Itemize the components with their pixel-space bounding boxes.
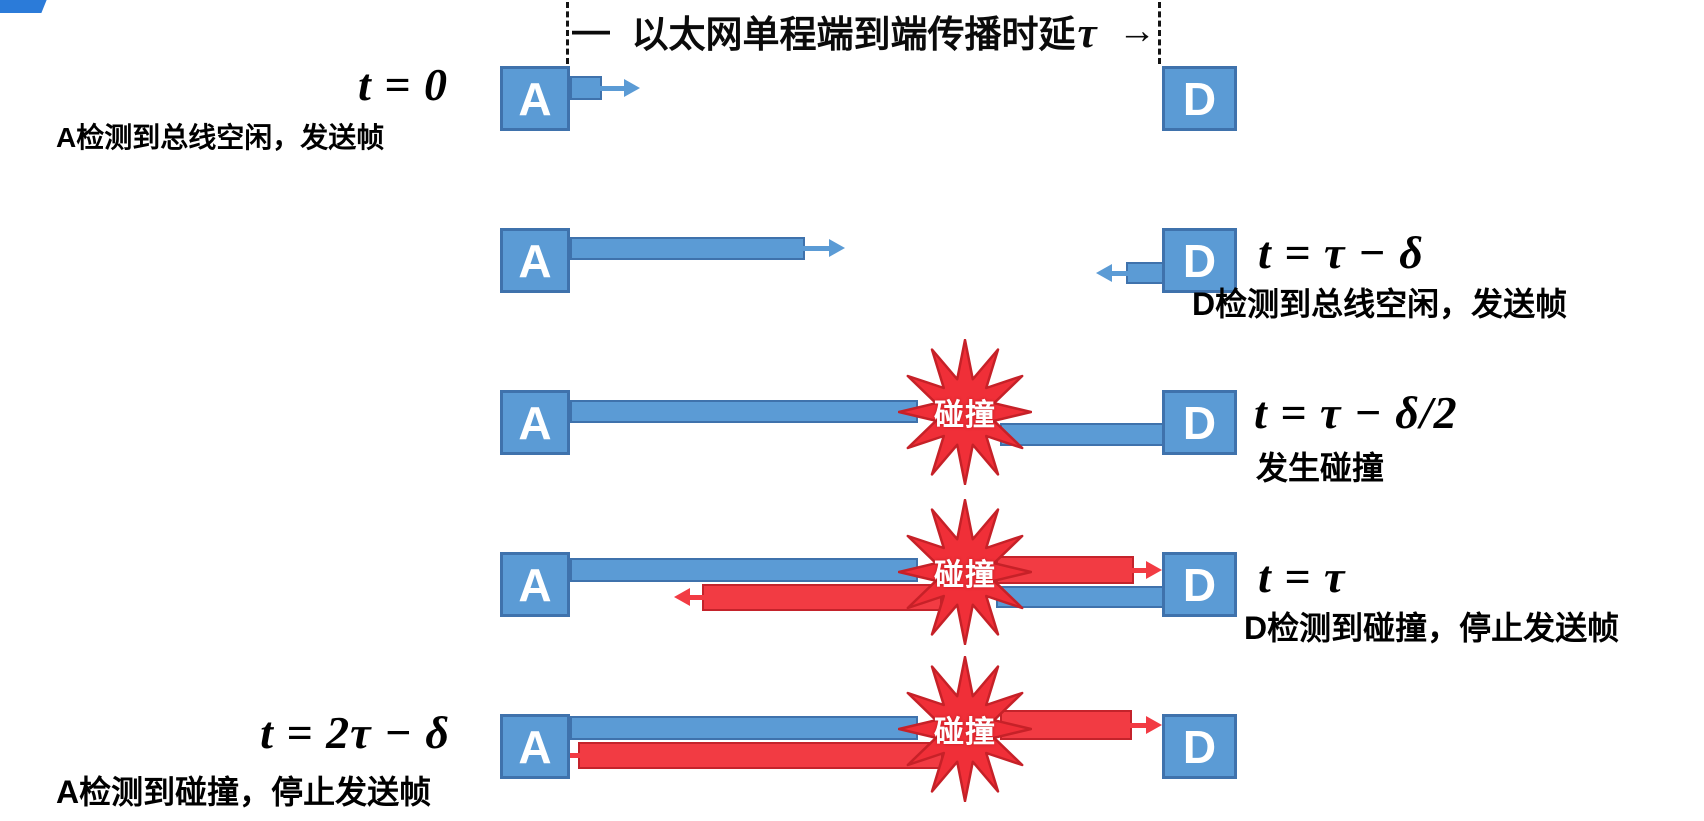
- delay-title: 以太网单程端到端传播时延: [631, 14, 1076, 55]
- frame-stub-d: [1126, 262, 1164, 284]
- node-a: A: [500, 66, 570, 131]
- caption-4: D检测到碰撞，停止发送帧: [1244, 610, 1620, 646]
- frame-bar-a: [570, 558, 918, 582]
- node-d: D: [1162, 66, 1237, 131]
- collision-arrow-right-icon: [1130, 561, 1162, 580]
- collision-label: 碰撞: [934, 399, 996, 432]
- collision-label: 碰撞: [934, 716, 996, 749]
- collision-burst: 碰撞: [898, 656, 1032, 802]
- caption-1: A检测到总线空闲，发送帧: [56, 122, 385, 153]
- node-a: A: [500, 714, 570, 779]
- frame-arrow-left-icon: [1096, 264, 1130, 283]
- frame-arrow-right-icon: [803, 239, 845, 258]
- propagation-delay-ruler: — 以太网单程端到端传播时延 τ →: [572, 5, 1156, 57]
- node-d: D: [1162, 390, 1237, 455]
- node-a-label: A: [518, 558, 552, 611]
- frame-bar-a: [570, 400, 918, 423]
- node-d-label: D: [1182, 558, 1217, 611]
- frame-arrow-right-icon: [600, 79, 640, 98]
- node-d: D: [1162, 552, 1237, 617]
- node-d-label: D: [1182, 234, 1217, 287]
- node-a-label: A: [518, 396, 552, 449]
- collision-signal-bar-to-a: [702, 584, 942, 611]
- time-label-1: t = 0: [358, 59, 448, 110]
- node-d: D: [1162, 228, 1237, 293]
- node-a-label: A: [518, 234, 552, 287]
- caption-2: D检测到总线空闲，发送帧: [1192, 286, 1568, 322]
- time-label-5: t = 2τ − δ: [260, 707, 450, 758]
- node-d-label: D: [1182, 720, 1217, 773]
- node-d-label: D: [1182, 396, 1217, 449]
- collision-signal-bar-to-a: [578, 742, 943, 769]
- frame-bar-a: [570, 237, 805, 260]
- caption-5: A检测到碰撞，停止发送帧: [56, 774, 432, 810]
- frame-bar-a: [570, 716, 918, 740]
- collision-arrow-left-icon: [674, 588, 706, 607]
- node-d-label: D: [1182, 72, 1217, 125]
- right-dashed-line: [1158, 2, 1161, 64]
- node-a-label: A: [518, 720, 552, 773]
- collision-label: 碰撞: [934, 559, 996, 592]
- collision-arrow-right-icon: [1128, 716, 1162, 735]
- delay-title-wrap: 以太网单程端到端传播时延 τ: [631, 4, 1096, 58]
- collision-burst: 碰撞: [898, 339, 1032, 485]
- delay-dash: —: [572, 9, 610, 52]
- time-label-3: t = τ − δ/2: [1254, 387, 1458, 438]
- collision-burst: 碰撞: [898, 499, 1032, 645]
- node-a: A: [500, 228, 570, 293]
- slide-corner-decoration: [0, 0, 47, 13]
- node-a: A: [500, 552, 570, 617]
- node-a-label: A: [518, 72, 552, 125]
- time-label-2: t = τ − δ: [1258, 227, 1424, 278]
- left-dashed-line: [566, 2, 569, 64]
- frame-stub-a: [570, 76, 602, 100]
- caption-3: 发生碰撞: [1256, 450, 1385, 486]
- time-label-4: t = τ: [1258, 551, 1346, 602]
- delay-arrow-icon: →: [1118, 9, 1156, 52]
- node-d: D: [1162, 714, 1237, 779]
- node-a: A: [500, 390, 570, 455]
- tau-symbol: τ: [1077, 10, 1097, 57]
